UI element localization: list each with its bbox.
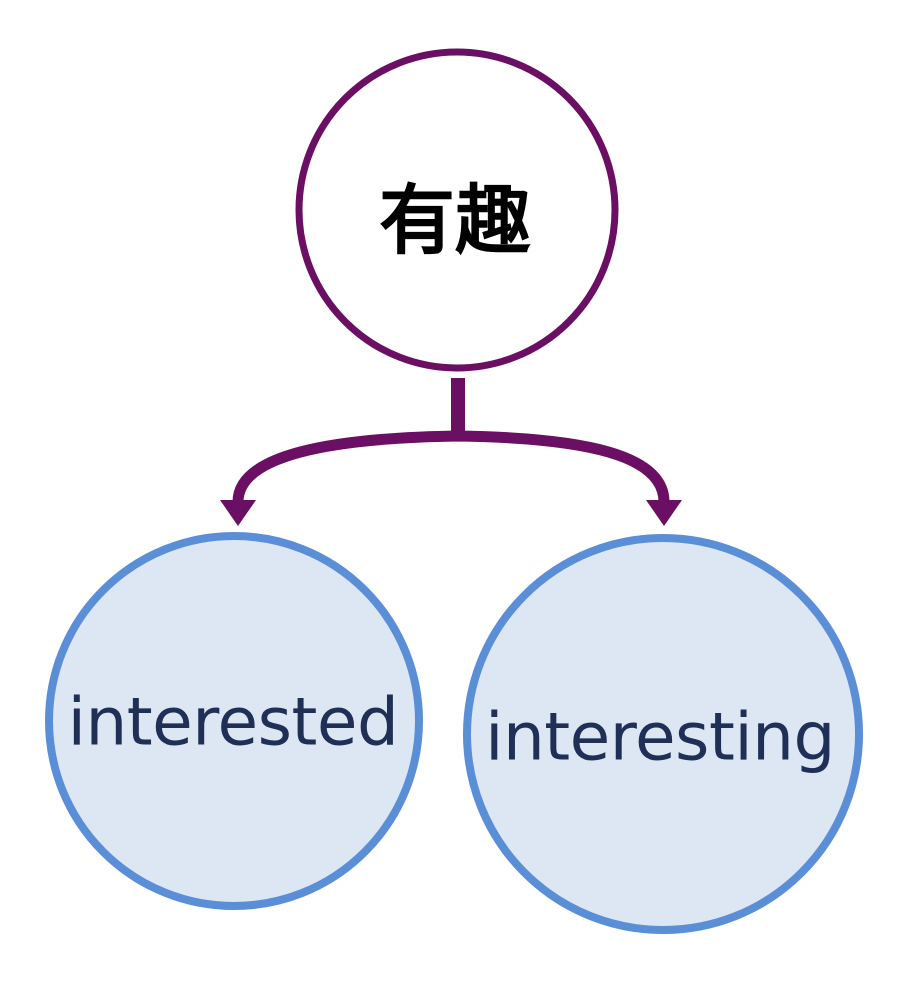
child-node-label-left: interested (67, 683, 399, 761)
root-node-label: 有趣 (379, 176, 531, 265)
child-node-circle-left (45, 532, 423, 910)
child-node-circle-right (463, 534, 863, 934)
connector-branch (232, 430, 670, 508)
arrow-left-icon (220, 500, 256, 526)
child-node-label-right: interesting (485, 698, 835, 776)
root-node-circle (295, 48, 619, 372)
arrow-right-icon (646, 500, 682, 526)
